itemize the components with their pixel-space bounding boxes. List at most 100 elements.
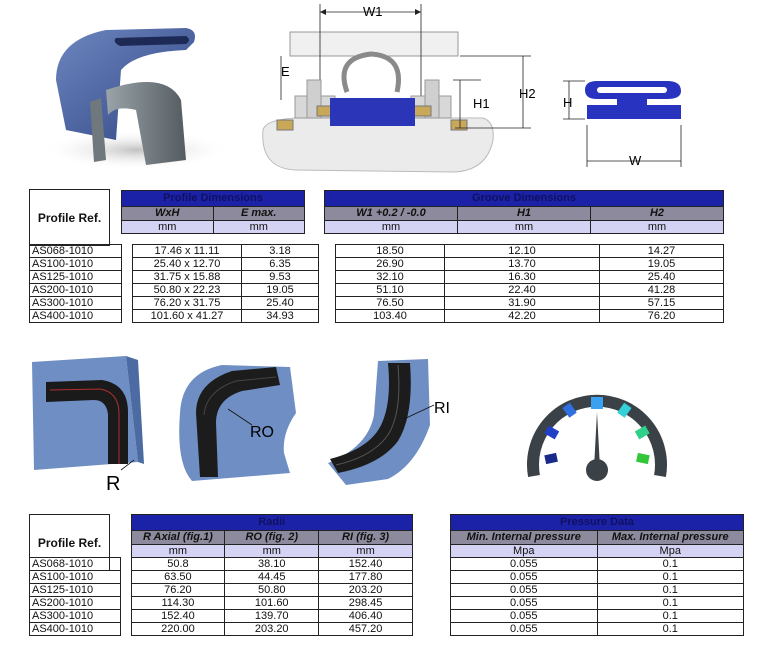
spacer-cell <box>121 270 133 284</box>
spacer-cell <box>318 309 336 323</box>
r-axial-cell: 76.20 <box>130 583 226 597</box>
col-min-pressure: Min. Internal pressure <box>450 530 598 545</box>
ri-cell: 457.20 <box>318 622 413 636</box>
w1-cell: 103.40 <box>335 309 445 323</box>
spacer-cell <box>121 283 133 297</box>
profile-ref-cell: AS200-1010 <box>29 596 121 610</box>
min-pressure-cell: 0.055 <box>450 609 598 623</box>
spacer-cell <box>318 283 336 297</box>
profile-ref-cell: AS400-1010 <box>29 309 122 323</box>
profile-ref-cell: AS300-1010 <box>29 609 121 623</box>
top-profile-ref-header: Profile Ref. <box>29 189 110 246</box>
profile-ref-cell: AS200-1010 <box>29 283 122 297</box>
spacer-cell <box>30 545 121 558</box>
wxh-cell: 31.75 x 15.88 <box>132 270 242 284</box>
col-ro: RO (fig. 2) <box>224 530 320 545</box>
h1-cell: 16.30 <box>444 270 600 284</box>
profile-ref-cell: AS125-1010 <box>29 270 122 284</box>
spacer-cell <box>121 309 133 323</box>
profile-ref-cell: AS125-1010 <box>29 583 121 597</box>
ro-cell: 38.10 <box>224 557 320 571</box>
spacer-cell <box>318 257 336 271</box>
pressure-gauge-icon <box>527 394 667 481</box>
w1-cell: 32.10 <box>335 270 445 284</box>
max-pressure-cell: 0.1 <box>596 583 744 597</box>
spacer-cell <box>30 515 121 531</box>
unit-cell: Mpa <box>450 544 598 558</box>
h2-cell: 57.15 <box>599 296 724 310</box>
spacer-cell <box>121 244 133 258</box>
e-cell: 3.18 <box>241 244 319 258</box>
min-pressure-cell: 0.055 <box>450 557 598 571</box>
label-h1: H1 <box>473 96 490 111</box>
ro-cell: 101.60 <box>224 596 320 610</box>
e-cell: 25.40 <box>241 296 319 310</box>
profile-ref-cell: AS100-1010 <box>29 257 122 271</box>
groove-section-diagram: W1 E H1 H2 <box>262 4 536 173</box>
spacer-cell <box>121 531 132 545</box>
spacer-cell <box>318 270 336 284</box>
spacer-cell <box>120 596 132 610</box>
label-w1: W1 <box>363 4 383 19</box>
r-axial-cell: 152.40 <box>130 609 226 623</box>
h2-cell: 19.05 <box>599 257 724 271</box>
r-axial-cell: 114.30 <box>130 596 226 610</box>
spacer-cell <box>30 531 121 545</box>
ri-cell: 152.40 <box>318 557 413 571</box>
profile-ref-cell: AS300-1010 <box>29 296 122 310</box>
h1-cell: 12.10 <box>444 244 600 258</box>
h2-cell: 76.20 <box>599 309 724 323</box>
h2-cell: 14.27 <box>599 244 724 258</box>
spacer-cell <box>121 545 132 558</box>
spacer-cell <box>121 515 132 531</box>
w1-cell: 51.10 <box>335 283 445 297</box>
spacer-cell <box>318 244 336 258</box>
ro-cell: 139.70 <box>224 609 320 623</box>
label-r: R <box>106 473 120 495</box>
w1-cell: 76.50 <box>335 296 445 310</box>
wxh-cell: 17.46 x 11.11 <box>132 244 242 258</box>
r-axial-cell: 50.8 <box>130 557 226 571</box>
spacer-cell <box>121 296 133 310</box>
fig1-axial-bend: R <box>32 356 144 495</box>
spacer-cell <box>120 557 132 571</box>
ri-cell: 177.80 <box>318 570 413 584</box>
label-w: W <box>629 153 642 168</box>
wxh-cell: 25.40 x 12.70 <box>132 257 242 271</box>
ri-cell: 406.40 <box>318 609 413 623</box>
unit-cell: mm <box>318 544 413 558</box>
h1-cell: 42.20 <box>444 309 600 323</box>
e-cell: 6.35 <box>241 257 319 271</box>
radii-header: Radii <box>130 514 413 531</box>
h1-cell: 22.40 <box>444 283 600 297</box>
label-h: H <box>563 95 572 110</box>
profile-shape-diagram: H W <box>563 80 682 168</box>
min-pressure-cell: 0.055 <box>450 622 598 636</box>
min-pressure-cell: 0.055 <box>450 583 598 597</box>
fig3-inside-radius: RI <box>328 359 450 485</box>
min-pressure-cell: 0.055 <box>450 570 598 584</box>
label-e: E <box>281 64 290 79</box>
col-max-pressure: Max. Internal pressure <box>596 530 744 545</box>
label-h2: H2 <box>519 86 536 101</box>
max-pressure-cell: 0.1 <box>596 570 744 584</box>
unit-cell: Mpa <box>596 544 744 558</box>
